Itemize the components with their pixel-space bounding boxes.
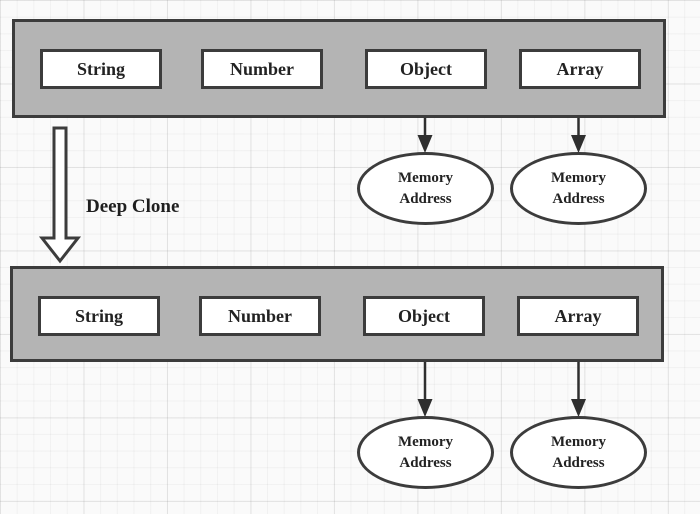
memory-label-line2: Address [399, 190, 452, 207]
memory-label-line2: Address [399, 454, 452, 471]
memory-label-line2: Address [552, 454, 605, 471]
original-object-bar: String Number Object Array [12, 19, 666, 118]
type-box-string-original: String [40, 49, 162, 89]
type-label: Number [230, 58, 294, 79]
type-label: String [76, 58, 125, 79]
type-box-object-clone: Object [363, 296, 485, 336]
memory-label-line1: Memory [551, 169, 606, 186]
type-box-array-clone: Array [517, 296, 639, 336]
memory-address-ellipse-bottom-object: Memory Address [357, 416, 494, 489]
memory-label-line1: Memory [398, 433, 453, 450]
cloned-object-bar: String Number Object Array [10, 266, 664, 362]
type-box-number-clone: Number [199, 296, 321, 336]
type-box-number-original: Number [201, 49, 323, 89]
type-label: Array [554, 305, 602, 326]
type-box-string-clone: String [38, 296, 160, 336]
arrowhead-bottom-array-icon [571, 399, 586, 417]
deep-clone-label: Deep Clone [86, 196, 180, 217]
memory-label-line1: Memory [551, 433, 606, 450]
type-box-array-original: Array [519, 49, 641, 89]
memory-address-ellipse-top-array: Memory Address [510, 152, 647, 225]
type-label: Number [228, 305, 292, 326]
type-label: Array [556, 58, 604, 79]
memory-address-ellipse-bottom-array: Memory Address [510, 416, 647, 489]
deep-clone-arrow-icon [38, 126, 82, 264]
memory-address-ellipse-top-object: Memory Address [357, 152, 494, 225]
type-label: Object [400, 58, 452, 79]
type-label: String [74, 305, 123, 326]
arrowhead-top-array-icon [571, 135, 586, 153]
type-box-object-original: Object [365, 49, 487, 89]
arrowhead-bottom-object-icon [417, 399, 433, 417]
memory-label-line2: Address [552, 190, 605, 207]
arrowhead-top-object-icon [417, 135, 433, 153]
type-label: Object [398, 305, 450, 326]
memory-label-line1: Memory [398, 169, 453, 186]
